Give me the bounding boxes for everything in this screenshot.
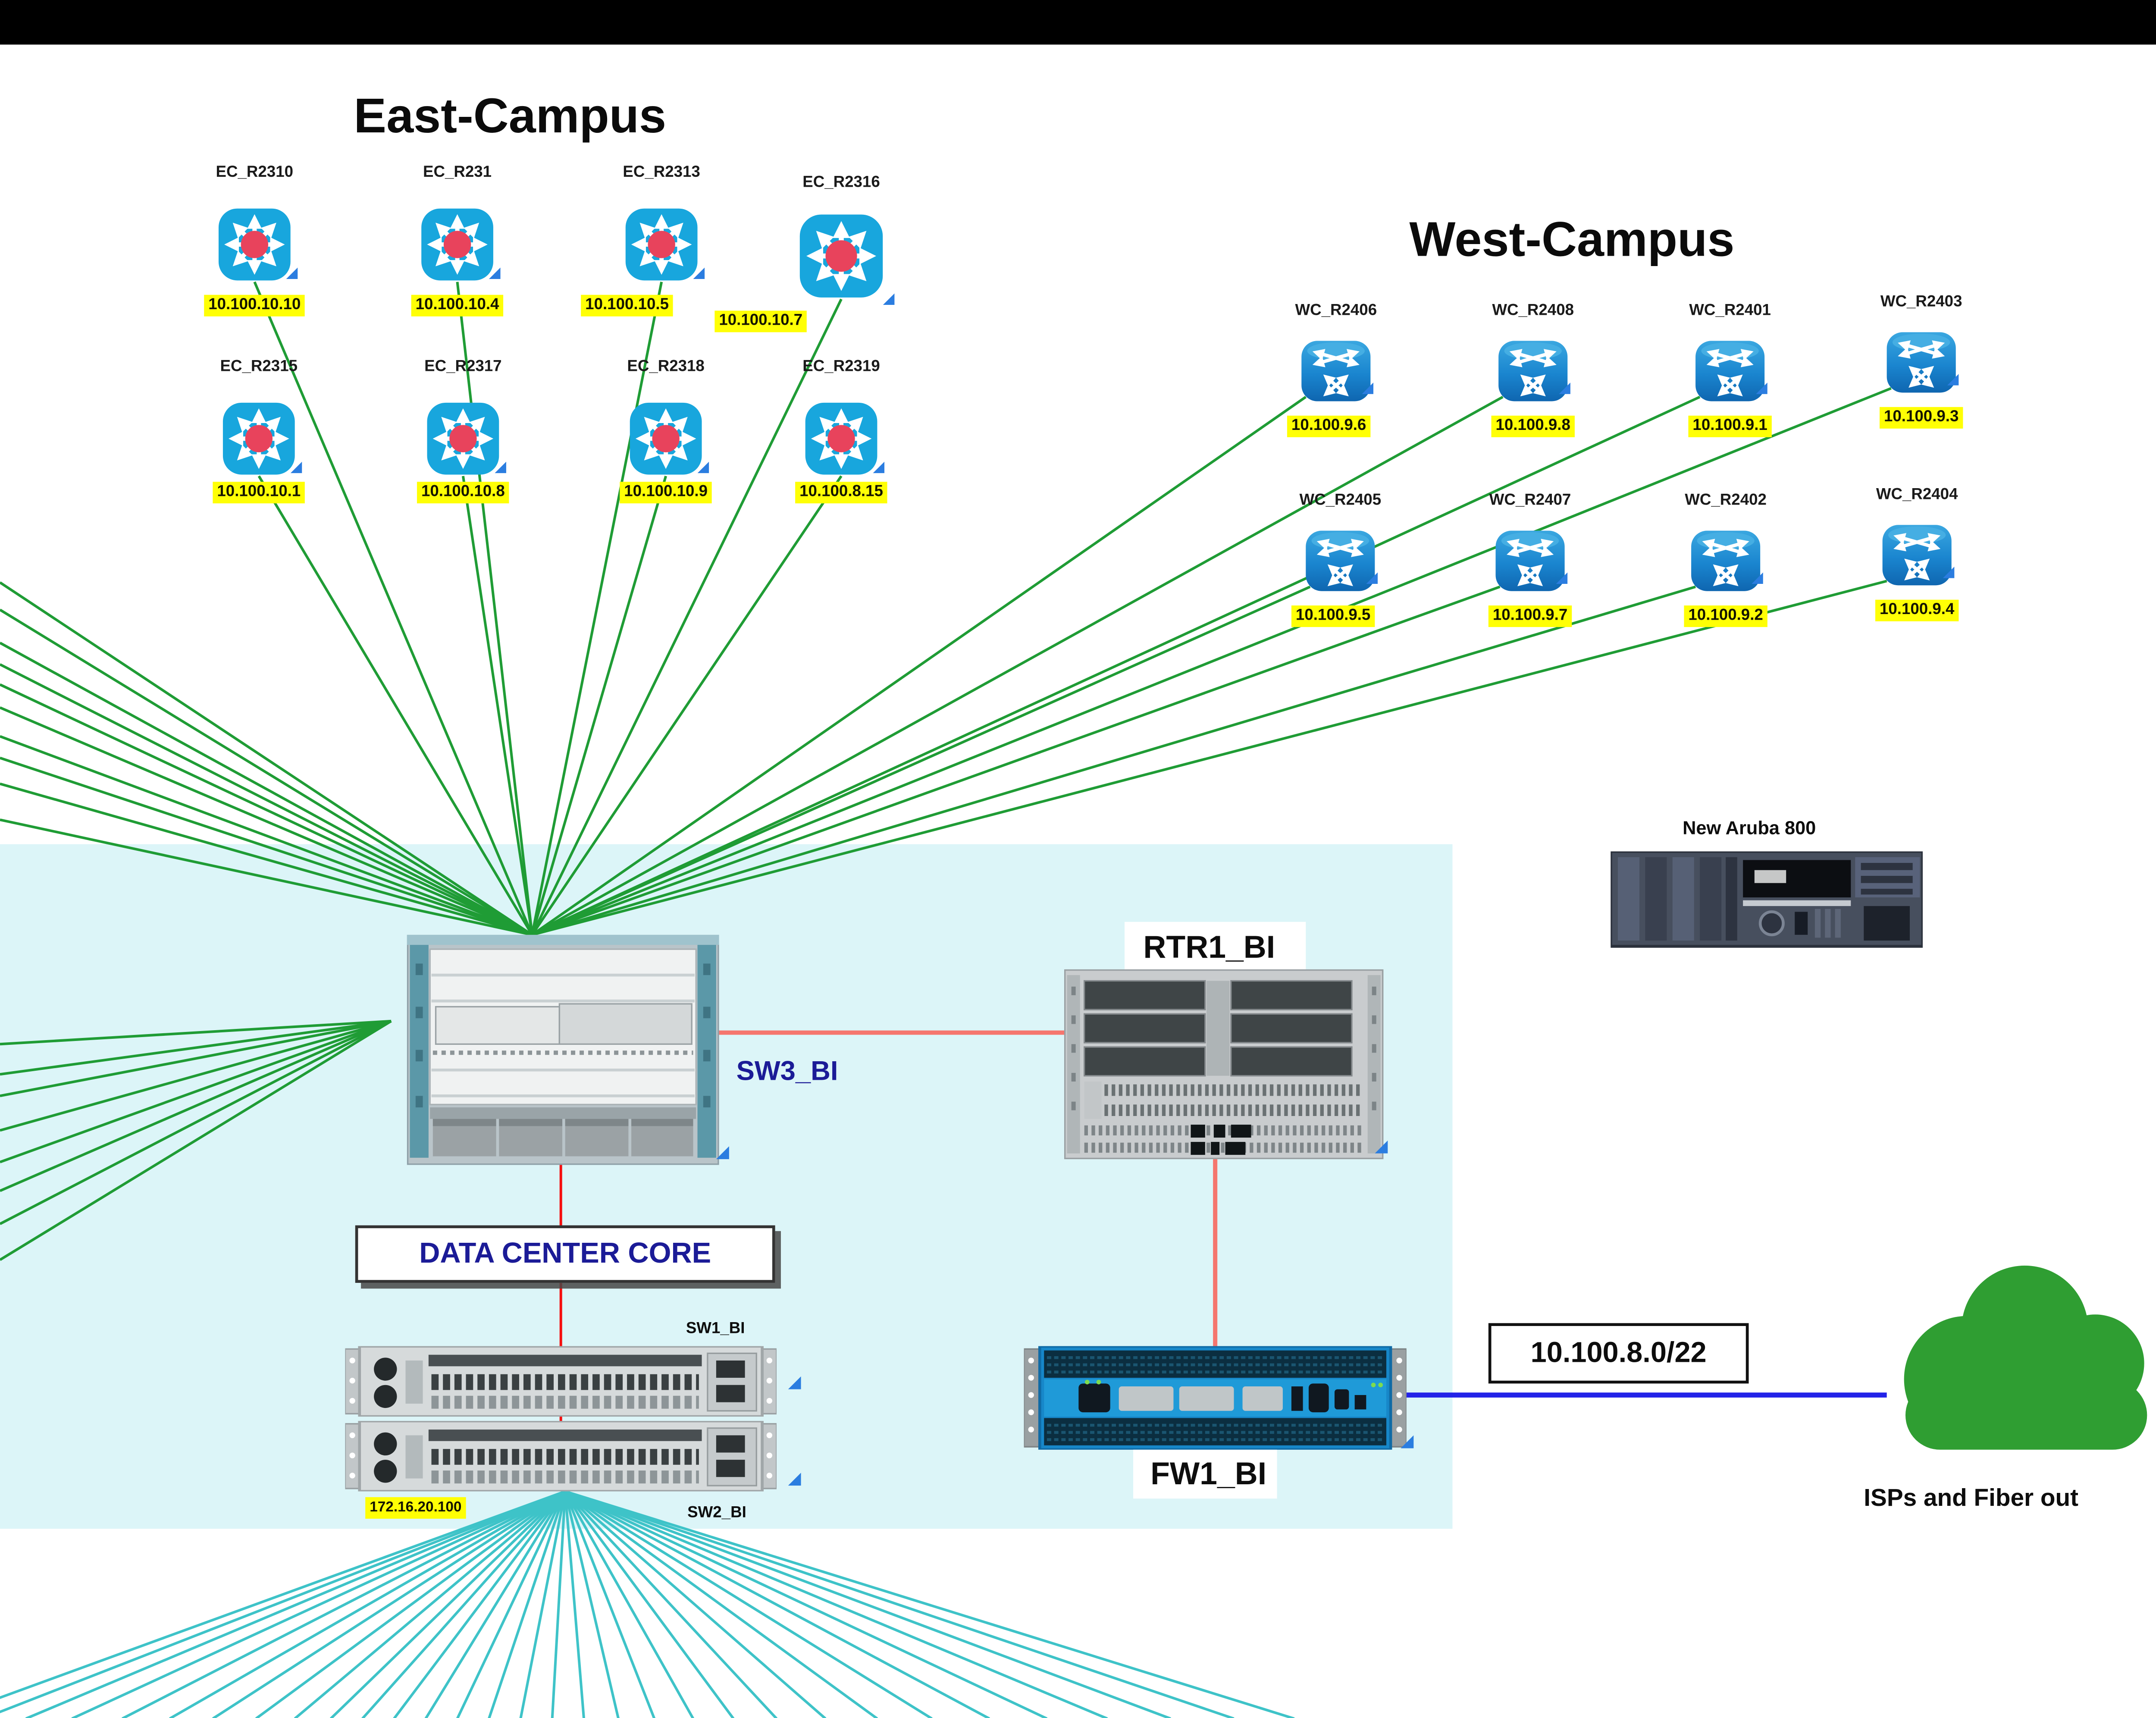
router-icon <box>1494 529 1566 593</box>
campus-uplink-lines[interactable] <box>0 281 1892 1261</box>
fw1-label-patch <box>1133 1449 1277 1499</box>
handle-icon[interactable] <box>1559 382 1570 394</box>
router-icon <box>1690 529 1762 593</box>
router-ec-r2310[interactable]: EC_R2310 10.100.10.10 <box>185 163 323 317</box>
ip-label: 10.100.10.8 <box>417 482 509 504</box>
rtr1-router-device[interactable] <box>1064 969 1384 1160</box>
handle-icon[interactable] <box>716 1146 729 1160</box>
router-icon <box>1694 339 1766 403</box>
fw1-firewall-device[interactable] <box>1024 1346 1407 1450</box>
isp-cloud[interactable] <box>1877 1260 2156 1454</box>
access-fan-lines[interactable] <box>0 1490 1295 1718</box>
ip-label: 10.100.9.3 <box>1879 407 1963 429</box>
ip-label: 10.100.10.10 <box>204 295 305 317</box>
router-icon <box>1885 331 1957 394</box>
router-wc-r2407[interactable]: WC_R2407 10.100.9.7 <box>1461 490 1599 627</box>
router-ec-r2319[interactable]: EC_R2319 10.100.8.15 <box>772 357 910 504</box>
handle-icon[interactable] <box>1366 572 1378 584</box>
ip-label: 10.100.9.2 <box>1684 605 1767 627</box>
router-ec-r2313[interactable]: EC_R2313 10.100.10.5 <box>581 163 730 317</box>
multilayer-router-icon <box>804 401 878 476</box>
multilayer-router-icon <box>426 401 500 476</box>
dc-core-links[interactable] <box>719 1030 1218 1346</box>
ip-label: 10.100.9.7 <box>1488 605 1572 627</box>
isp-cloud-label: ISPs and Fiber out <box>1864 1484 2079 1512</box>
top-black-bar <box>0 0 2156 45</box>
handle-icon[interactable] <box>1556 572 1568 584</box>
ip-label: 10.100.10.7 <box>714 310 807 332</box>
datacenter-core-label-box[interactable]: DATA CENTER CORE <box>355 1225 775 1283</box>
handle-icon[interactable] <box>1943 567 1955 578</box>
ip-label: 10.100.10.1 <box>213 482 305 504</box>
handle-icon[interactable] <box>1375 1140 1388 1154</box>
router-icon <box>1881 524 1953 587</box>
aruba-800-device[interactable] <box>1611 851 1923 949</box>
router-wc-r2408[interactable]: WC_R2408 10.100.9.8 <box>1464 301 1602 437</box>
sw3-core-switch-device[interactable] <box>407 934 719 1165</box>
handle-icon[interactable] <box>697 461 709 473</box>
ip-label: 10.100.9.5 <box>1291 605 1375 627</box>
fw1-label: FW1_BI <box>1150 1455 1267 1492</box>
handle-icon[interactable] <box>788 1473 801 1486</box>
sw1-label: SW1_BI <box>686 1320 745 1338</box>
handle-icon[interactable] <box>286 267 298 279</box>
router-wc-r2404[interactable]: WC_R2404 10.100.9.4 <box>1848 485 1986 621</box>
rtr1-label: RTR1_BI <box>1143 929 1275 965</box>
wan-subnet-box[interactable]: 10.100.8.0/22 <box>1488 1323 1749 1384</box>
multilayer-router-icon <box>217 207 292 282</box>
multilayer-router-icon <box>420 207 495 282</box>
sw2-switch-device[interactable] <box>345 1421 777 1492</box>
handle-icon[interactable] <box>1401 1435 1414 1448</box>
ip-label: 10.100.9.4 <box>1875 599 1959 621</box>
ip-label: 10.100.9.8 <box>1491 415 1575 437</box>
handle-icon[interactable] <box>495 461 506 473</box>
router-ec-r2315[interactable]: EC_R2315 10.100.10.1 <box>190 357 328 504</box>
router-wc-r2406[interactable]: WC_R2406 10.100.9.6 <box>1267 301 1405 437</box>
sw2-label: SW2_BI <box>687 1504 746 1522</box>
handle-icon[interactable] <box>1752 572 1763 584</box>
stack-ip-label: 172.16.20.100 <box>365 1497 466 1519</box>
multilayer-router-icon <box>628 401 703 476</box>
router-icon <box>1497 339 1569 403</box>
aruba-label: New Aruba 800 <box>1683 817 1816 839</box>
wan-subnet-label: 10.100.8.0/22 <box>1530 1336 1707 1369</box>
ip-label: 10.100.10.9 <box>620 482 712 504</box>
ip-label: 10.100.9.1 <box>1688 415 1772 437</box>
handle-icon[interactable] <box>883 293 895 305</box>
router-wc-r2401[interactable]: WC_R2401 10.100.9.1 <box>1661 301 1799 437</box>
multilayer-router-icon <box>222 401 296 476</box>
router-ec-r2316[interactable]: EC_R2316 10.100.10.7 <box>714 172 910 332</box>
router-icon <box>1304 529 1376 593</box>
ip-label: 10.100.9.6 <box>1287 415 1371 437</box>
router-wc-r2403[interactable]: WC_R2403 10.100.9.3 <box>1852 292 1990 429</box>
handle-icon[interactable] <box>290 461 302 473</box>
datacenter-core-label: DATA CENTER CORE <box>419 1237 711 1270</box>
router-icon <box>1300 339 1372 403</box>
ip-label: 10.100.10.5 <box>581 295 674 317</box>
multilayer-router-icon <box>624 207 699 282</box>
sw1-switch-device[interactable] <box>345 1346 777 1417</box>
router-ec-r2317[interactable]: EC_R2317 10.100.10.8 <box>394 357 532 504</box>
rtr1-label-patch <box>1125 922 1306 974</box>
multilayer-router-icon <box>798 213 884 299</box>
handle-icon[interactable] <box>788 1376 801 1389</box>
sw3-label: SW3_BI <box>736 1057 838 1088</box>
ip-label: 10.100.8.15 <box>795 482 887 504</box>
handle-icon[interactable] <box>1362 382 1374 394</box>
handle-icon[interactable] <box>1756 382 1767 394</box>
handle-icon[interactable] <box>873 461 885 473</box>
router-ec-r231[interactable]: EC_R231 10.100.10.4 <box>388 163 526 317</box>
router-wc-r2402[interactable]: WC_R2402 10.100.9.2 <box>1657 490 1795 627</box>
handle-icon[interactable] <box>693 267 705 279</box>
west-campus-title: West-Campus <box>1409 213 1735 268</box>
handle-icon[interactable] <box>489 267 501 279</box>
router-ec-r2318[interactable]: EC_R2318 10.100.10.9 <box>597 357 735 504</box>
router-wc-r2405[interactable]: WC_R2405 10.100.9.5 <box>1271 490 1409 627</box>
ip-label: 10.100.10.4 <box>411 295 504 317</box>
handle-icon[interactable] <box>1947 374 1959 386</box>
east-campus-title: East-Campus <box>354 89 667 144</box>
